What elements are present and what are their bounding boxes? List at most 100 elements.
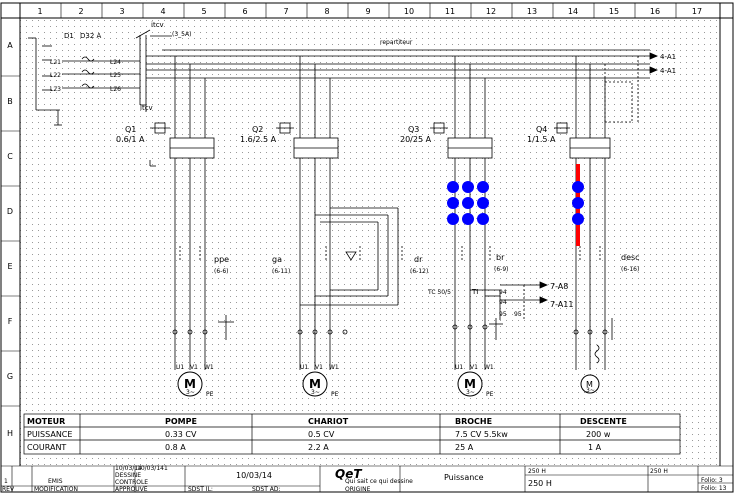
- table-cell: 0.33 CV: [165, 430, 197, 439]
- row-label: H: [7, 429, 13, 438]
- branch-chariot: [276, 56, 403, 370]
- contact-num: 95: [514, 311, 522, 318]
- contactor-ref: (6-6): [214, 268, 228, 275]
- motor-phase: 3~: [466, 389, 475, 396]
- d1-label: D1: [64, 32, 74, 40]
- output-ref: 4-A1: [660, 53, 676, 61]
- table-header: MOTEUR: [27, 417, 65, 426]
- breaker-id: Q1: [125, 125, 136, 134]
- date-label: 10/03/14: [115, 465, 142, 472]
- table-cell: 1 A: [588, 443, 602, 452]
- ref-b: 250 H: [528, 479, 552, 488]
- terminal-label: V1: [315, 364, 323, 371]
- row-label: G: [7, 372, 13, 381]
- origine-label: ORIGINE: [345, 486, 371, 493]
- motor-chariot: M 3~: [302, 371, 328, 397]
- table-cell: COURANT: [27, 443, 66, 452]
- breaker-range: 1.6/2.5 A: [240, 135, 277, 144]
- motor-broche: M 3~: [457, 371, 483, 397]
- col-label: 9: [365, 7, 370, 16]
- modification-label: MODIFICATION: [34, 486, 78, 493]
- col-label: 7: [283, 7, 288, 16]
- table-cell: 7.5 CV 5.5kw: [455, 430, 508, 439]
- motor-symbol: M: [464, 377, 476, 391]
- date-main: 10/03/14: [236, 471, 272, 480]
- dot-grid: [20, 18, 720, 466]
- breaker-id: Q2: [252, 125, 263, 134]
- col-label: 3: [119, 7, 124, 16]
- d32-label: D32 A: [80, 32, 102, 40]
- contactor-label: dr: [414, 255, 423, 264]
- controle-label: CONTROLE: [115, 479, 148, 486]
- terminal-label: U1: [455, 364, 463, 371]
- terminal-label: U1: [176, 364, 184, 371]
- motor-phase: 3~: [186, 389, 195, 396]
- wire-label: L25: [110, 72, 121, 79]
- branch-broche: [430, 56, 549, 370]
- blue-markers: [447, 181, 489, 225]
- output-ref: 4-A1: [660, 67, 676, 75]
- breaker-range: 0.6/1 A: [116, 135, 145, 144]
- column-ruler: [20, 2, 720, 18]
- rev-number: 1: [4, 478, 8, 485]
- folio: Folio: 3: [701, 477, 723, 484]
- col-label: 8: [324, 7, 329, 16]
- col-label: 6: [242, 7, 247, 16]
- breaker-range: 20/25 A: [400, 135, 432, 144]
- red-marker: [572, 164, 584, 246]
- table-cell: 0.8 A: [165, 443, 186, 452]
- cross-ref: 7-A11: [550, 300, 573, 309]
- col-label: 13: [527, 7, 537, 16]
- breaker-id: Q3: [408, 125, 419, 134]
- cross-ref: 7-A8: [550, 282, 568, 291]
- table-header: CHARIOT: [308, 417, 349, 426]
- date-label-2: 10/03/141: [137, 465, 168, 472]
- terminal-label: PE: [486, 391, 494, 398]
- branch-descente: [554, 56, 613, 370]
- row-label: B: [7, 97, 13, 106]
- contactor-ref: (6-11): [272, 268, 290, 275]
- contactor-label: ppe: [214, 255, 229, 264]
- table-header: BROCHE: [455, 417, 492, 426]
- dessine-label: DESSINE: [115, 472, 141, 479]
- contactor-label: desc: [621, 253, 640, 262]
- col-label: 12: [486, 7, 496, 16]
- table-header: DESCENTE: [580, 417, 627, 426]
- table-header: POMPE: [165, 417, 197, 426]
- spec-table: [23, 413, 681, 455]
- supply-section: [28, 29, 659, 126]
- motor-symbol: M: [309, 377, 321, 391]
- terminal-label: V1: [190, 364, 198, 371]
- contactor-label: ga: [272, 255, 282, 264]
- rev-label: REV: [2, 486, 15, 493]
- folios: Folio: 13: [701, 485, 727, 492]
- table-cell: 25 A: [455, 443, 474, 452]
- contactor-ref: (6-12): [410, 268, 428, 275]
- terminal-label: V1: [470, 364, 478, 371]
- wire-label: L21: [50, 59, 61, 66]
- sheet-title: Puissance: [444, 473, 484, 482]
- col-label: 10: [404, 7, 414, 16]
- ref-a: 250 H: [528, 468, 546, 475]
- row-label: E: [7, 262, 12, 271]
- terminal-label: W1: [329, 364, 339, 371]
- branch-pompe: [149, 56, 234, 370]
- ref-c: 250 H: [650, 468, 668, 475]
- terminal-label: PE: [206, 391, 214, 398]
- contact-num: 95: [499, 311, 507, 318]
- table-cell: PUISSANCE: [27, 430, 72, 439]
- col-label: 15: [609, 7, 619, 16]
- wire-label: L23: [50, 86, 61, 93]
- motor-pompe: M 3~: [177, 371, 203, 397]
- terminal-label: W1: [204, 364, 214, 371]
- col-label: 14: [568, 7, 578, 16]
- small-ref: (3_5A): [172, 31, 191, 38]
- repartiteur-label: repartiteur: [380, 39, 413, 46]
- contact-num: 94: [499, 289, 507, 296]
- motor-phase: 3~: [311, 389, 320, 396]
- row-label: F: [8, 317, 13, 326]
- motor-descente: M 3~: [580, 374, 600, 394]
- terminal-label: U1: [300, 364, 308, 371]
- wire-label: L22: [50, 72, 61, 79]
- itcv-label: itcv: [140, 104, 153, 112]
